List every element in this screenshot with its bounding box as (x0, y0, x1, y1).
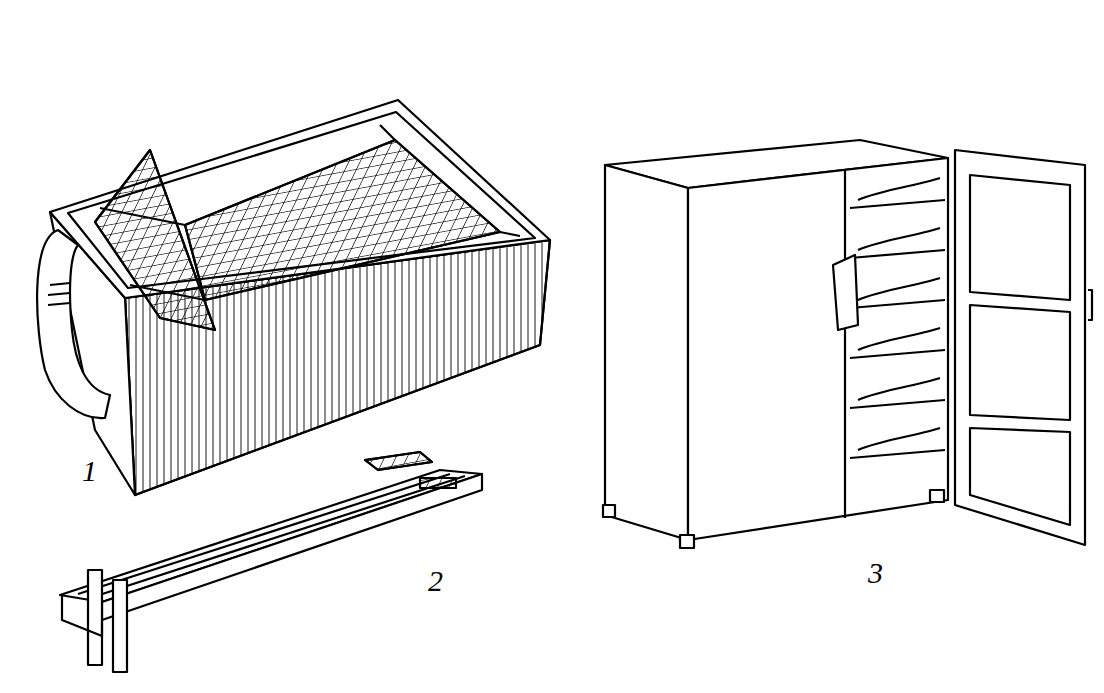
rack-drawing (60, 452, 482, 672)
tray-drawing (37, 100, 550, 495)
callout-number: 1 (82, 456, 97, 486)
callout-number: 2 (428, 566, 443, 596)
cabinet-drawing (603, 140, 1092, 548)
callout-number: 3 (868, 558, 883, 588)
